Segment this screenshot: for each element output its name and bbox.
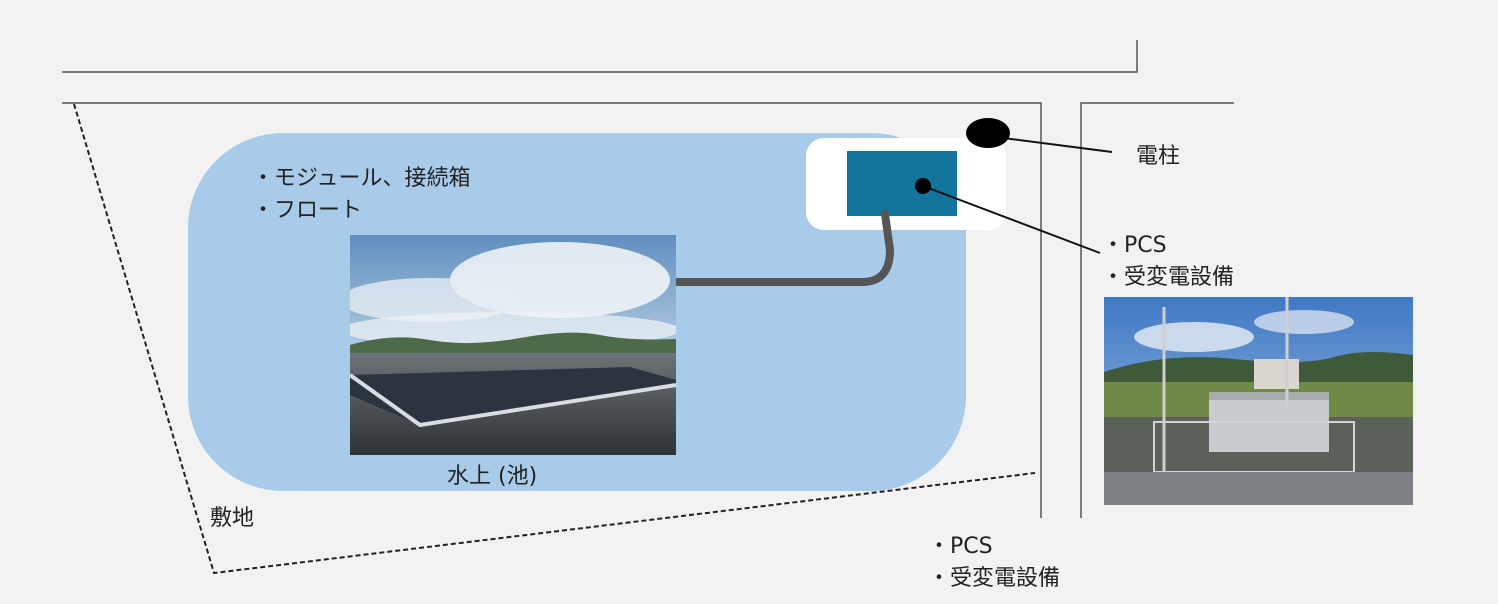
pcs-leader-line (922, 185, 1101, 254)
water-bullet-2: ・フロート (252, 198, 363, 223)
road-line-left (62, 102, 1042, 518)
pcs-box (847, 151, 957, 216)
water-bullet-1: ・モジュール、接続箱 (252, 166, 471, 191)
callout-line-2: ・受変電設備 (1102, 265, 1235, 290)
site-boundary-dashed (73, 103, 1036, 575)
cable-line (672, 210, 895, 286)
utility-pole-marker (966, 118, 1010, 148)
water-caption: 水上 (池) (447, 464, 538, 489)
pole-label: 電柱 (1136, 144, 1181, 169)
pcs-marker-dot (915, 178, 931, 194)
road-line-top (62, 40, 1138, 73)
bottom-line-2: ・受変電設備 (928, 566, 1061, 591)
bottom-line-1: ・PCS (928, 534, 993, 559)
callout-line-1: ・PCS (1102, 233, 1167, 258)
road-line-right (1080, 102, 1234, 518)
site-label: 敷地 (210, 506, 255, 531)
floating-solar-photo (350, 235, 676, 455)
pole-leader-line (1002, 137, 1113, 153)
substation-photo (1104, 297, 1413, 505)
